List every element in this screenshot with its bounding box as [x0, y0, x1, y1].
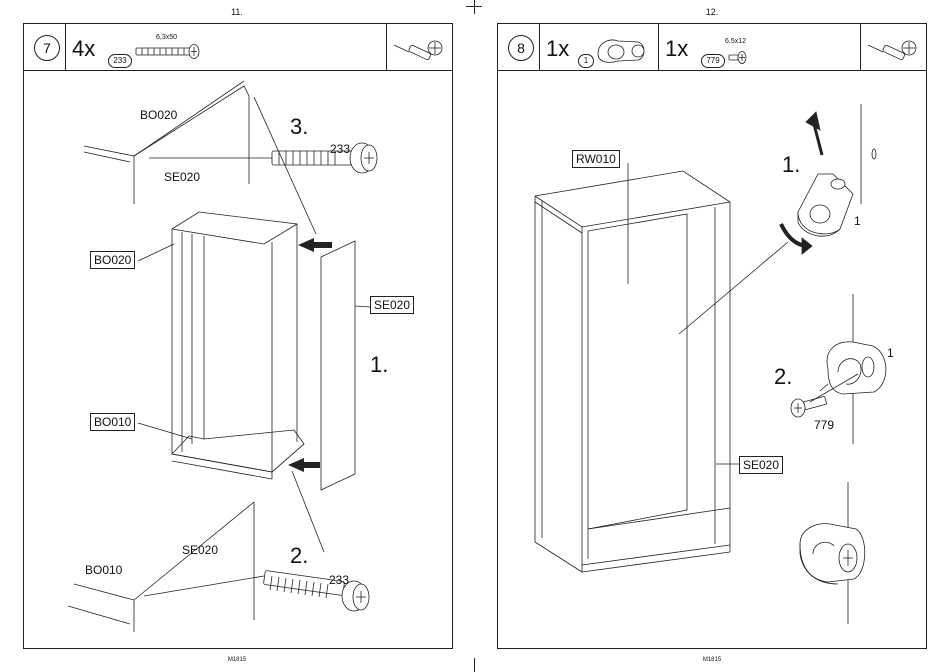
box-label-bo020: BO020: [90, 251, 135, 269]
box-label-rw010: RW010: [572, 150, 620, 168]
crop-mark-bottom: [474, 658, 475, 672]
instruction-panel-left: 7 4x 233 6,3x50: [23, 23, 453, 649]
page-number-left: 11.: [207, 7, 267, 17]
footer-left: M1815: [207, 657, 267, 663]
crop-mark-top-h: [466, 6, 482, 7]
part-1-label-a: 1: [854, 214, 861, 228]
step-3-marker: 3.: [290, 114, 308, 140]
step-1-marker: 1.: [370, 352, 388, 378]
step-1-marker: 1.: [782, 152, 800, 178]
step-2-marker: 2.: [774, 364, 792, 390]
label-se020-bottom: SE020: [182, 543, 218, 557]
page-number-right: 12.: [682, 7, 742, 17]
screw-label-top: 233: [330, 142, 350, 156]
crop-mark-top: [474, 0, 475, 14]
label-se020-top: SE020: [164, 170, 200, 184]
instruction-panel-right: 8 1x 1 1x 779 6,5x12: [497, 23, 927, 649]
part-1-label-b: 1: [887, 346, 894, 360]
step-2-marker: 2.: [290, 543, 308, 569]
box-label-se020: SE020: [370, 296, 414, 314]
footer-right: M1815: [682, 657, 742, 663]
box-label-se020: SE020: [739, 456, 783, 474]
label-bo020-top: BO020: [140, 108, 177, 122]
label-bo010-bottom: BO010: [85, 563, 122, 577]
assembly-drawing-left: [24, 24, 454, 650]
assembly-drawing-right: [498, 24, 928, 650]
screw-label-bottom: 233: [329, 573, 349, 587]
screw-779-label: 779: [814, 418, 834, 432]
box-label-bo010: BO010: [90, 413, 135, 431]
